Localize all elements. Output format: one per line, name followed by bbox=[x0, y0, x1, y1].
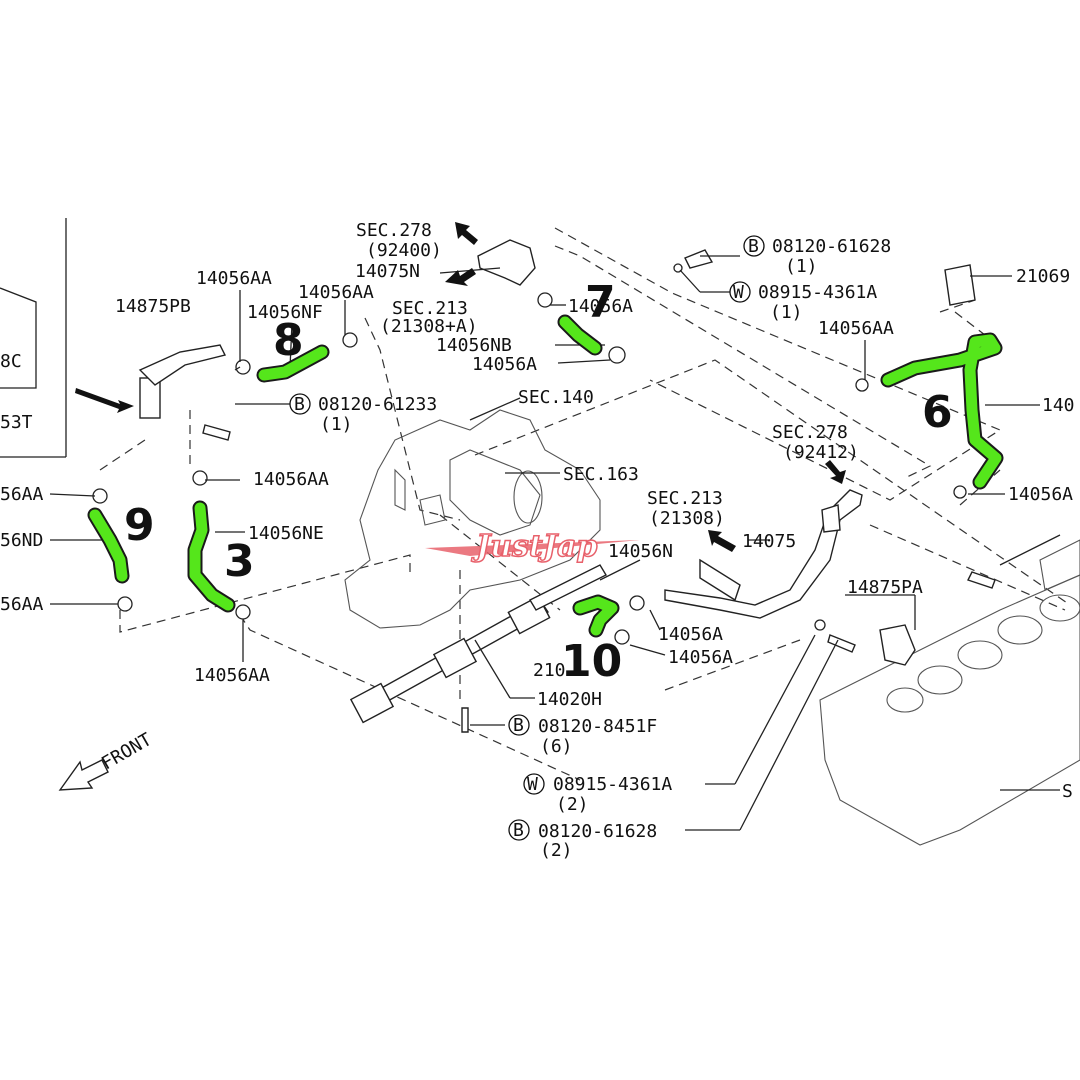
label-box-53t: 53T bbox=[0, 412, 33, 433]
front-arrow-icon bbox=[58, 759, 109, 791]
symbol-circles: B W B B W B bbox=[289, 235, 765, 841]
bolt-symbol: B bbox=[294, 394, 305, 415]
label-bolt-mid-code: 08120-61233 bbox=[318, 394, 437, 415]
label-box-8c: 8C bbox=[0, 351, 22, 372]
hose-7 bbox=[557, 314, 603, 356]
label-sec213-top-ref: (21308+A) bbox=[380, 316, 478, 337]
direction-arrows bbox=[75, 222, 846, 552]
label-14056AA: 14056AA bbox=[818, 318, 894, 339]
label-sec213-mid: SEC.213 bbox=[647, 488, 723, 509]
label-14075: 14075 bbox=[742, 531, 796, 552]
bolt-symbol: B bbox=[513, 820, 524, 841]
label-56AA: 56AA bbox=[0, 594, 44, 615]
label-bolt-mid-qty: (1) bbox=[320, 414, 353, 435]
label-sec278-mid-ref: (92412) bbox=[783, 442, 859, 463]
label-washer-qty: (1) bbox=[770, 302, 803, 323]
label-14075N: 14075N bbox=[355, 261, 420, 282]
hose-6 bbox=[880, 332, 1004, 490]
hose-3 bbox=[187, 500, 236, 613]
callout-3: 3 bbox=[224, 536, 255, 587]
label-14056A: 14056A bbox=[472, 354, 537, 375]
left-inset-box bbox=[0, 218, 67, 458]
arrow-sec278-top bbox=[455, 222, 478, 245]
label-washer-low-qty: (2) bbox=[556, 794, 589, 815]
callout-10: 10 bbox=[561, 636, 622, 687]
label-bolt-bot-code: 08120-61628 bbox=[538, 821, 657, 842]
label-14056A: 14056A bbox=[568, 296, 633, 317]
bolts bbox=[202, 249, 996, 733]
label-14056NF: 14056NF bbox=[247, 302, 323, 323]
hose-8 bbox=[256, 344, 330, 383]
bolt-symbol: B bbox=[748, 236, 759, 257]
label-14056N: 14056N bbox=[608, 541, 673, 562]
label-14056A: 14056A bbox=[668, 647, 733, 668]
leader-lines bbox=[49, 255, 1061, 831]
part-labels: SEC.278 (92400) 14075N SEC.213 (21308+A)… bbox=[0, 220, 1075, 861]
hose-10 bbox=[572, 594, 620, 638]
intake-plenum-outline bbox=[344, 409, 601, 629]
callout-7: 7 bbox=[585, 277, 616, 328]
callout-8: 8 bbox=[273, 315, 304, 366]
label-21069: 21069 bbox=[1016, 266, 1070, 287]
label-56ND: 56ND bbox=[0, 530, 43, 551]
label-sec163: SEC.163 bbox=[563, 464, 639, 485]
label-14056AA: 14056AA bbox=[196, 268, 272, 289]
arrow-sec213-mid bbox=[708, 530, 736, 552]
washer-symbol: W bbox=[527, 774, 538, 795]
label-14056NE: 14056NE bbox=[248, 523, 324, 544]
arrow-sec213-top bbox=[445, 268, 476, 286]
watermark-text: JustJap bbox=[471, 529, 597, 564]
label-washer-low-code: 08915-4361A bbox=[553, 774, 672, 795]
washer-symbol: W bbox=[733, 282, 744, 303]
label-sec278-mid: SEC.278 bbox=[772, 422, 848, 443]
callout-numbers: 8 7 6 9 3 10 bbox=[124, 277, 953, 687]
label-14875PB: 14875PB bbox=[115, 296, 191, 317]
bolt-symbol: B bbox=[513, 715, 524, 736]
label-14056AA: 14056AA bbox=[253, 469, 329, 490]
label-bolt-code: 08120-61628 bbox=[772, 236, 891, 257]
label-14056AA: 14056AA bbox=[194, 665, 270, 686]
label-56AA: 56AA bbox=[0, 484, 44, 505]
label-sec213-top: SEC.213 bbox=[392, 298, 468, 319]
label-14056AA: 14056AA bbox=[298, 282, 374, 303]
label-front: FRONT bbox=[98, 729, 156, 774]
label-bolt-low-qty: (6) bbox=[540, 736, 573, 757]
label-14875PA: 14875PA bbox=[847, 577, 923, 598]
callout-6: 6 bbox=[922, 387, 953, 438]
label-washer-code: 08915-4361A bbox=[758, 282, 877, 303]
label-sec213-mid-ref: (21308) bbox=[649, 508, 725, 529]
label-14020H: 14020H bbox=[537, 689, 602, 710]
label-210-partial: 210 bbox=[533, 660, 566, 681]
hose-9 bbox=[87, 507, 130, 584]
label-sec278-top: SEC.278 bbox=[356, 220, 432, 241]
label-sec140: SEC.140 bbox=[518, 387, 594, 408]
label-140: 140 bbox=[1042, 395, 1075, 416]
callout-9: 9 bbox=[124, 500, 155, 551]
label-s-right: S bbox=[1062, 781, 1073, 802]
cylinder-head-outline bbox=[819, 539, 1080, 846]
label-bolt-qty: (1) bbox=[785, 256, 818, 277]
pipework bbox=[138, 239, 976, 724]
label-sec278-top-ref: (92400) bbox=[366, 240, 442, 261]
watermark: JustJap bbox=[425, 528, 640, 565]
hose-clamps bbox=[92, 263, 967, 645]
label-14056A: 14056A bbox=[658, 624, 723, 645]
label-14056A: 14056A bbox=[1008, 484, 1073, 505]
label-bolt-low-code: 08120-8451F bbox=[538, 716, 657, 737]
label-bolt-bot-qty: (2) bbox=[540, 840, 573, 861]
label-14056NB: 14056NB bbox=[436, 335, 512, 356]
arrow-injector bbox=[75, 388, 134, 413]
arrow-sec278-mid bbox=[825, 460, 846, 484]
